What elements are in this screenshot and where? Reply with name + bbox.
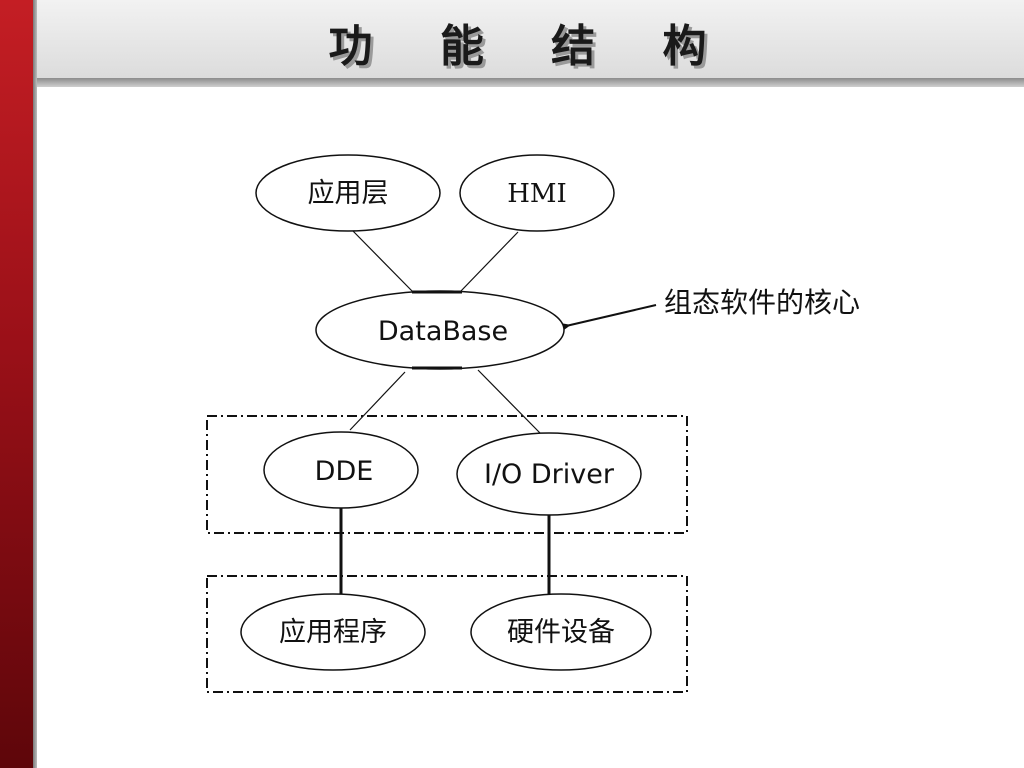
left-accent-bar xyxy=(0,0,33,768)
left-bar-edge xyxy=(33,0,37,768)
node-app-layer: 应用层 xyxy=(255,154,441,232)
connector-hmi-database xyxy=(459,231,519,293)
device-group-box xyxy=(206,575,688,693)
node-app-program: 应用程序 xyxy=(240,593,426,671)
node-database: DataBase xyxy=(315,290,565,370)
node-hardware-label: 硬件设备 xyxy=(507,617,615,648)
core-annotation-label: 组态软件的核心 xyxy=(664,286,860,319)
node-io-driver: I/O Driver xyxy=(456,432,642,516)
node-database-label: DataBase xyxy=(378,316,508,347)
title-band xyxy=(37,0,1024,78)
node-app-program-label: 应用程序 xyxy=(279,617,387,648)
node-hmi: HMI xyxy=(459,154,615,232)
node-hmi-label: HMI xyxy=(507,179,567,209)
connector-database-iodriver xyxy=(477,369,541,434)
connector-database-dde xyxy=(349,371,406,431)
node-io-driver-label: I/O Driver xyxy=(484,459,615,490)
slide-title: 功 能 结 构 xyxy=(328,21,733,72)
node-app-layer-label: 应用层 xyxy=(308,178,389,209)
connector-applayer-database xyxy=(351,229,414,293)
title-shadow xyxy=(37,78,1024,87)
annotation-arrow xyxy=(566,304,657,326)
node-dde: DDE xyxy=(263,431,419,509)
node-hardware: 硬件设备 xyxy=(470,593,652,671)
driver-group-box xyxy=(206,415,688,534)
node-dde-label: DDE xyxy=(315,456,374,487)
